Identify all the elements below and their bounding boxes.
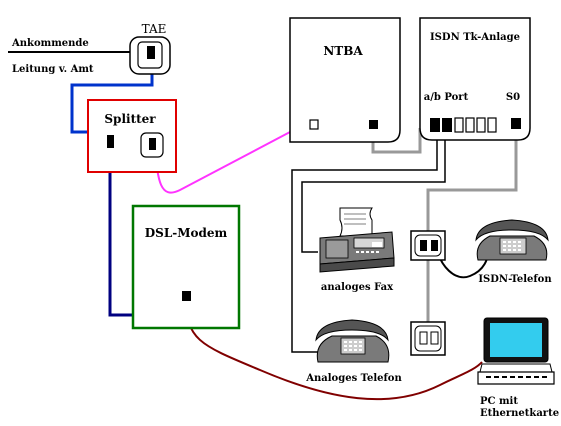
analog-phone-label: Analoges Telefon <box>305 373 402 384</box>
splitter-box <box>87 99 177 173</box>
incoming-line-label-1: Ankommende <box>11 38 89 49</box>
isdn-tk-label: ISDN Tk-Anlage <box>430 32 520 43</box>
dsl-modem-label: DSL-Modem <box>145 226 228 240</box>
isdn-phone-icon <box>475 219 549 261</box>
fax-icon <box>319 207 395 273</box>
isdn-tk-box <box>419 17 531 141</box>
cable-ab-fax <box>301 130 446 253</box>
analog-socket <box>410 321 446 356</box>
dsl-modem-box <box>131 204 241 330</box>
cable-ab-phone <box>291 130 438 353</box>
cable-splitter-modem <box>108 150 135 317</box>
cable-s0-isdn-socket <box>426 128 518 233</box>
splitter-label: Splitter <box>104 112 156 126</box>
incoming-line-label-2: Leitung v. Amt <box>12 64 94 75</box>
ab-port-label: a/b Port <box>424 92 469 103</box>
isdn-phone-label: ISDN-Telefon <box>478 274 552 285</box>
fax-label: analoges Fax <box>321 282 394 293</box>
pc-label-line2: Ethernetkarte <box>480 408 559 419</box>
tae-label: TAE <box>142 22 167 36</box>
analog-phone-icon <box>315 319 390 363</box>
isdn-socket <box>410 230 446 261</box>
pc-icon <box>477 317 555 385</box>
pc-label-line1: PC mit <box>480 396 518 407</box>
ntba-label: NTBA <box>323 44 363 58</box>
cable-modem-pc <box>185 297 483 401</box>
s0-label: S0 <box>506 92 520 103</box>
ntba-box <box>289 17 401 143</box>
tae-socket <box>129 36 171 75</box>
